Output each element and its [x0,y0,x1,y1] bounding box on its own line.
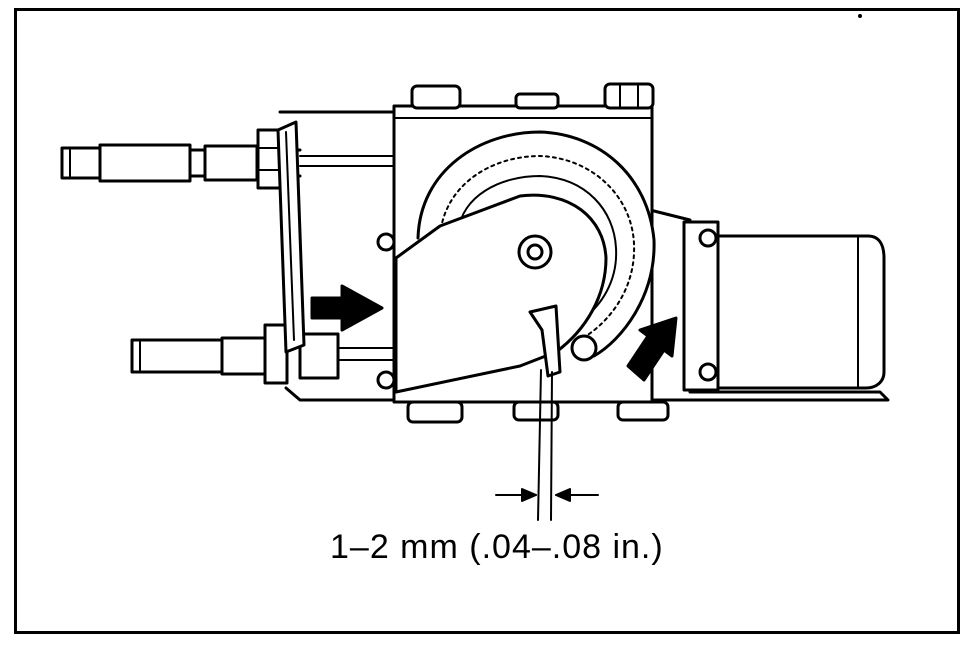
top-bolts [410,82,655,110]
lower-rod [130,323,396,385]
upper-rod [60,128,441,190]
link-bar [276,120,306,354]
pivot-bolt [517,234,553,270]
side-hole-upper [376,232,396,252]
gap-measurement-caption: 1–2 mm (.04–.08 in.) [330,528,664,566]
lower-nut-left [263,323,289,385]
side-hole-lower [376,370,396,390]
adjustment-tab [528,304,562,521]
lower-nut-right [298,332,340,380]
bottom-bolts [406,400,670,424]
gap-dimension-arrows [495,488,599,502]
motor [682,220,886,392]
push-arrow-right [626,316,678,382]
lever-stop [570,334,598,362]
push-arrow-left [310,284,384,332]
speck [858,14,862,18]
